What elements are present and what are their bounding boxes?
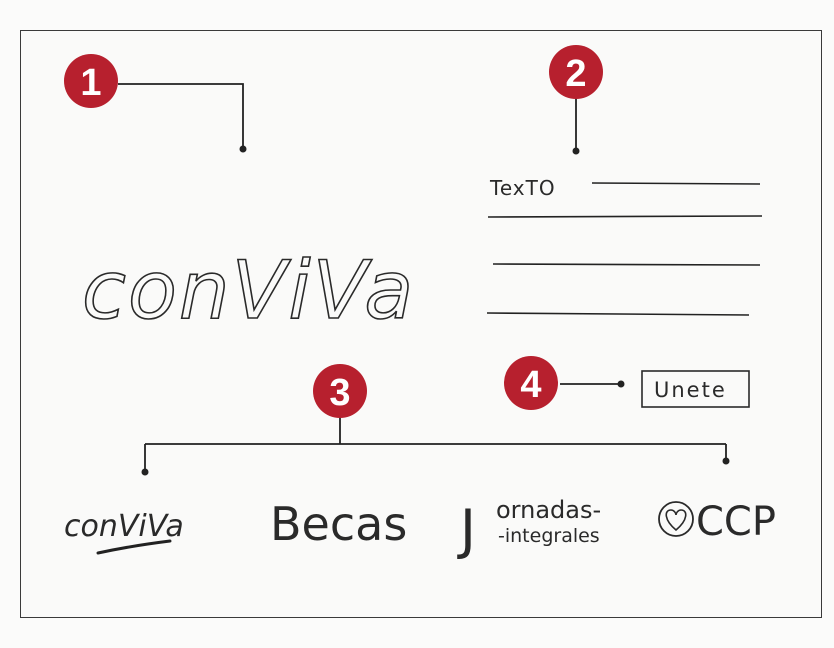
nav-item-becas[interactable]: Becas — [270, 497, 407, 551]
nav-item-jornadas-line2: -integrales — [498, 525, 600, 547]
text-line-4 — [486, 312, 750, 316]
heart-circle-icon — [658, 501, 694, 537]
marker-1-number: 1 — [80, 62, 101, 104]
nav-item-conviva-label: conViVa — [64, 509, 184, 544]
text-line-1 — [591, 182, 761, 185]
marker-4-dot — [617, 380, 625, 388]
marker-1: 1 — [64, 54, 118, 108]
marker-1-dot — [239, 145, 247, 153]
nav-item-ccp-label: CCP — [696, 499, 776, 545]
nav-item-ccp[interactable]: CCP — [658, 499, 776, 545]
marker-2-number: 2 — [565, 53, 586, 95]
marker-1-connector — [118, 83, 244, 148]
marker-4: 4 — [504, 356, 558, 410]
join-button[interactable]: Unete — [641, 370, 750, 408]
nav-active-underline — [96, 539, 172, 555]
join-button-border — [641, 370, 750, 408]
marker-2: 2 — [549, 45, 603, 99]
text-line-2 — [487, 215, 763, 218]
marker-3-connector — [144, 412, 727, 470]
text-block-label: TexTO — [489, 176, 556, 200]
nav-item-jornadas-initial: J — [457, 498, 476, 561]
marker-3-number: 3 — [329, 372, 350, 414]
marker-4-number: 4 — [520, 364, 541, 406]
nav-item-jornadas-line1: ornadas- — [496, 496, 601, 524]
marker-3: 3 — [313, 364, 367, 418]
join-button-label: Unete — [654, 378, 727, 402]
marker-2-dot — [572, 147, 580, 155]
logo-text: conViVa — [82, 244, 415, 337]
nav-item-jornadas[interactable]: J ornadas- -integrales — [457, 496, 601, 561]
text-line-3 — [492, 263, 761, 266]
marker-4-circle — [504, 356, 558, 410]
marker-2-circle — [549, 45, 603, 99]
marker-3-dot-right — [722, 457, 730, 465]
sketch-frame — [20, 30, 822, 618]
marker-3-dot-left — [141, 468, 149, 476]
nav-item-conviva[interactable]: conViVa — [64, 509, 184, 555]
heart-icon — [665, 509, 687, 532]
marker-1-circle — [64, 54, 118, 108]
marker-3-circle — [313, 364, 367, 418]
